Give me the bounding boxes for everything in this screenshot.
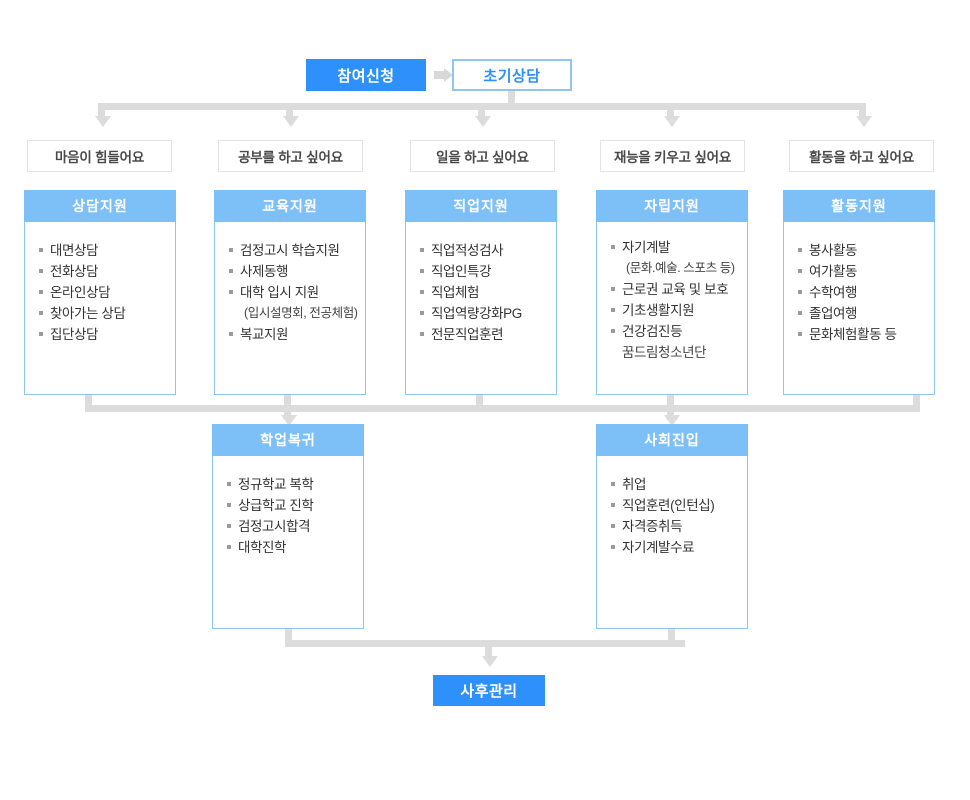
list-item: 자격증취득	[611, 516, 747, 537]
list-item: 취업	[611, 474, 747, 495]
arrow-down-icon-outcome-2	[663, 415, 680, 426]
connector-down-to-outcome-1	[284, 405, 291, 417]
arrow-down-icon-4	[663, 116, 680, 127]
connector-drop-2	[286, 103, 293, 116]
category-item-list: 검정고시 학습지원 사제동행 대학 입시 지원 (입시설명회, 전공체험) 복교…	[229, 240, 365, 345]
node-followup-label: 사후관리	[460, 683, 518, 700]
list-item: 상급학교 진학	[227, 495, 363, 516]
category-item-list: 대면상담 전화상담 온라인상담 찾아가는 상담 집단상담	[39, 240, 175, 345]
list-item: 사제동행	[229, 261, 365, 282]
connector-intake-to-bus	[508, 91, 515, 103]
list-item: 대학진학	[227, 537, 363, 558]
list-item: 졸업여행	[798, 303, 934, 324]
list-item-sub: 꿈드림청소년단	[622, 345, 707, 360]
connector-drop-5	[859, 103, 866, 116]
list-item: 정규학교 복학	[227, 474, 363, 495]
connector-bus-right	[510, 405, 920, 412]
condition-label: 공부를 하고 싶어요	[238, 150, 343, 165]
list-item: 수학여행	[798, 282, 934, 303]
list-item: 자기계발수료	[611, 537, 747, 558]
list-item: 전문직업훈련	[420, 324, 556, 345]
connector-up-outcome-1	[285, 629, 292, 647]
list-item: 온라인상담	[39, 282, 175, 303]
list-item: 검정고시 학습지원	[229, 240, 365, 261]
arrow-down-icon-1	[94, 116, 111, 127]
condition-label: 마음이 힘들어요	[54, 150, 145, 165]
node-followup[interactable]: 사후관리	[433, 675, 545, 706]
category-title: 상담지원	[24, 190, 176, 222]
condition-box-1[interactable]: 마음이 힘들어요	[27, 140, 172, 172]
category-card-4: 자립지원 자기계발 (문화.예술. 스포츠 등) 근로권 교육 및 보호 기초생…	[596, 190, 748, 395]
list-item: 복교지원	[229, 324, 365, 345]
category-item-list: 직업적성검사 직업인특강 직업체험 직업역량강화PG 전문직업훈련	[420, 240, 556, 345]
arrow-down-icon-followup	[481, 656, 498, 667]
list-item: 집단상담	[39, 324, 175, 345]
node-start[interactable]: 참여신청	[306, 59, 426, 91]
arrow-down-icon-outcome-1	[280, 415, 297, 426]
connector-down-to-outcome-2	[667, 405, 674, 417]
node-intake-label: 초기상담	[483, 67, 541, 85]
list-item-sub: (입시설명회, 전공체험)	[244, 306, 358, 320]
list-item: 직업적성검사	[420, 240, 556, 261]
condition-box-4[interactable]: 재능을 키우고 싶어요	[600, 140, 745, 172]
node-intake[interactable]: 초기상담	[452, 59, 572, 91]
condition-label: 일을 하고 싶어요	[436, 150, 529, 165]
list-item: 전화상담	[39, 261, 175, 282]
category-title: 직업지원	[405, 190, 557, 222]
connector-down-to-followup	[485, 640, 492, 658]
list-item: 직업역량강화PG	[420, 303, 556, 324]
category-card-5: 활동지원 봉사활동 여가활동 수학여행 졸업여행 문화체험활동 등	[783, 190, 935, 395]
category-item-list: 자기계발 (문화.예술. 스포츠 등) 근로권 교육 및 보호 기초생활지원 건…	[611, 237, 747, 363]
arrow-down-icon-2	[282, 116, 299, 127]
outcome-card-2: 사회진입 취업 직업훈련(인턴십) 자격증취득 자기계발수료	[596, 424, 748, 629]
list-item: 문화체험활동 등	[798, 324, 934, 345]
category-card-2: 교육지원 검정고시 학습지원 사제동행 대학 입시 지원 (입시설명회, 전공체…	[214, 190, 366, 395]
connector-drop-3	[478, 103, 485, 116]
category-item-list: 봉사활동 여가활동 수학여행 졸업여행 문화체험활동 등	[798, 240, 934, 345]
connector-up-1	[85, 395, 92, 412]
list-item: 직업인특강	[420, 261, 556, 282]
category-card-3: 직업지원 직업적성검사 직업인특강 직업체험 직업역량강화PG 전문직업훈련	[405, 190, 557, 395]
condition-box-3[interactable]: 일을 하고 싶어요	[410, 140, 555, 172]
list-item: 대면상담	[39, 240, 175, 261]
connector-up-4	[667, 395, 674, 412]
outcome-item-list: 취업 직업훈련(인턴십) 자격증취득 자기계발수료	[611, 474, 747, 558]
category-title: 활동지원	[783, 190, 935, 222]
category-card-1: 상담지원 대면상담 전화상담 온라인상담 찾아가는 상담 집단상담	[24, 190, 176, 395]
connector-bus-left	[85, 405, 530, 412]
condition-label: 활동을 하고 싶어요	[809, 150, 914, 165]
list-item: 여가활동	[798, 261, 934, 282]
condition-box-5[interactable]: 활동을 하고 싶어요	[789, 140, 934, 172]
list-item: 근로권 교육 및 보호	[611, 279, 747, 300]
connector-drop-4	[667, 103, 674, 116]
connector-up-outcome-2	[668, 629, 675, 647]
list-item: 자기계발	[611, 237, 747, 258]
connector-up-5	[913, 395, 920, 412]
list-item: 대학 입시 지원	[229, 282, 365, 303]
category-title: 자립지원	[596, 190, 748, 222]
list-item: 봉사활동	[798, 240, 934, 261]
connector-up-2	[284, 395, 291, 412]
arrow-down-icon-5	[855, 116, 872, 127]
condition-box-2[interactable]: 공부를 하고 싶어요	[218, 140, 363, 172]
list-item: 찾아가는 상담	[39, 303, 175, 324]
category-title: 교육지원	[214, 190, 366, 222]
arrow-right-icon-stem	[434, 71, 444, 79]
list-item-sub: (문화.예술. 스포츠 등)	[626, 261, 735, 275]
list-item: 검정고시합격	[227, 516, 363, 537]
connector-drop-1	[98, 103, 105, 116]
outcome-title: 사회진입	[596, 424, 748, 456]
arrow-down-icon-3	[474, 116, 491, 127]
arrow-right-icon	[444, 68, 453, 82]
list-item: 기초생활지원	[611, 300, 747, 321]
node-start-label: 참여신청	[337, 67, 395, 85]
condition-label: 재능을 키우고 싶어요	[613, 150, 732, 165]
list-item: 직업체험	[420, 282, 556, 303]
connector-up-3	[476, 395, 483, 412]
list-item: 직업훈련(인턴십)	[611, 495, 747, 516]
list-item: 건강검진등	[611, 321, 747, 342]
outcome-card-1: 학업복귀 정규학교 복학 상급학교 진학 검정고시합격 대학진학	[212, 424, 364, 629]
outcome-item-list: 정규학교 복학 상급학교 진학 검정고시합격 대학진학	[227, 474, 363, 558]
outcome-title: 학업복귀	[212, 424, 364, 456]
